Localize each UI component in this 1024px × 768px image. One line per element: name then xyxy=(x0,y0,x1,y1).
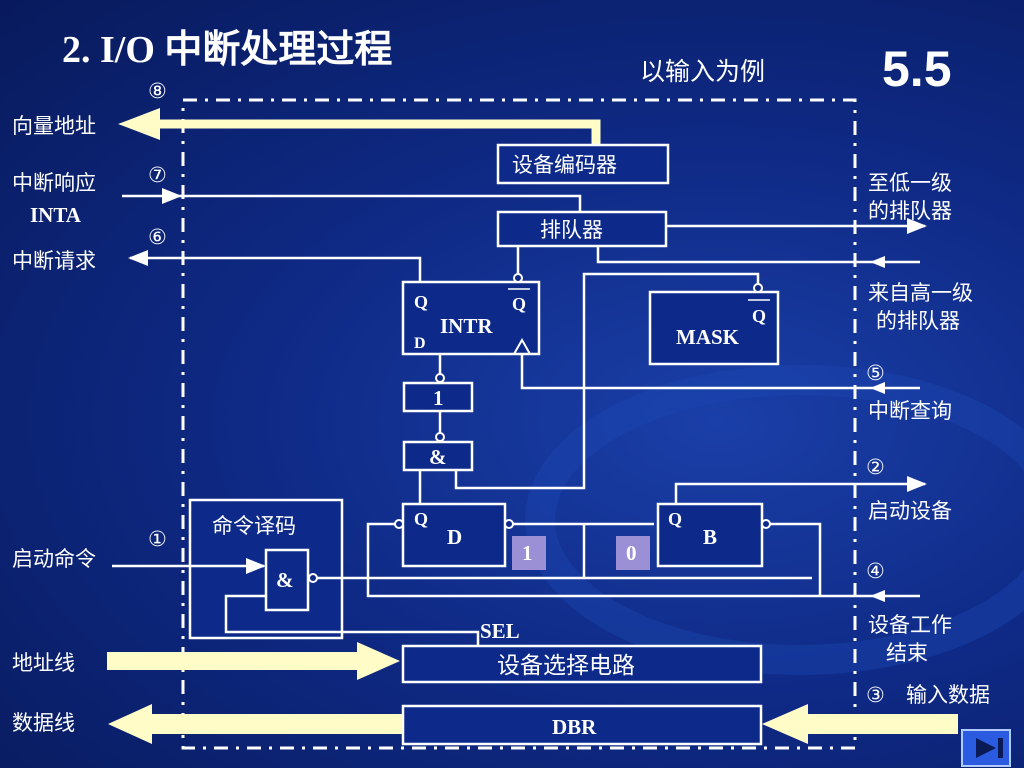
and-gate-label: & xyxy=(429,445,447,469)
command-and-bubble xyxy=(308,573,318,583)
b-q-pin: Q xyxy=(668,509,682,529)
command-decoder-label: 命令译码 xyxy=(212,514,296,538)
label-int-ack: 中断响应 xyxy=(12,171,96,195)
step-6: ⑥ xyxy=(148,225,167,249)
device-done-arrowhead xyxy=(870,590,885,602)
next-slide-button[interactable] xyxy=(961,729,1011,767)
or-gate xyxy=(402,381,474,413)
bit-0-label: 0 xyxy=(626,541,637,565)
label-to-lower-1: 至低一级 xyxy=(868,171,952,195)
vector-address-arrowhead xyxy=(118,108,160,140)
d-flipflop xyxy=(401,502,507,568)
label-data-line: 数据线 xyxy=(12,711,75,735)
label-input-data: 输入数据 xyxy=(906,683,990,707)
device-select-label: 设备选择电路 xyxy=(497,653,635,679)
device-done-wire xyxy=(366,522,920,598)
background-swirl xyxy=(525,365,1024,675)
intr-qbar-pin: Q xyxy=(512,294,526,314)
section-number: 5.5 xyxy=(882,41,952,97)
step-7: ⑦ xyxy=(148,163,167,187)
bit-box-1 xyxy=(512,536,546,570)
bit-1-label: 1 xyxy=(522,541,533,565)
sel-label: SEL xyxy=(480,619,520,643)
label-start-device: 启动设备 xyxy=(868,499,952,523)
device-encoder-label: 设备编码器 xyxy=(512,153,617,177)
label-dev-done-1: 设备工作 xyxy=(868,613,952,637)
mask-flipflop xyxy=(648,290,780,366)
label-inta: INTA xyxy=(30,203,82,227)
mask-label: MASK xyxy=(676,325,740,349)
intr-qbar-bubble xyxy=(513,273,523,283)
dbr-label: DBR xyxy=(552,715,597,739)
b-flipflop-label: B xyxy=(703,525,717,549)
step-3: ③ xyxy=(866,683,885,707)
and-gate xyxy=(402,440,474,472)
label-from-higher-1: 来自高一级 xyxy=(868,281,973,305)
label-address-line: 地址线 xyxy=(12,651,75,675)
label-from-higher-2: 的排队器 xyxy=(876,309,960,333)
int-query-arrowhead xyxy=(870,382,885,394)
label-int-query: 中断查询 xyxy=(868,399,952,423)
vector-address-bus xyxy=(160,119,601,150)
sel-feedback-wire xyxy=(224,594,266,610)
intr-d-pin: D xyxy=(414,335,426,352)
step-4: ④ xyxy=(866,559,885,583)
sel-wire xyxy=(224,610,480,648)
d-flipflop-label: D xyxy=(447,525,462,549)
priority-queue xyxy=(496,210,668,248)
or-gate-bubble xyxy=(435,373,445,383)
label-vector-address: 向量地址 xyxy=(12,114,96,138)
step-8: ⑧ xyxy=(148,79,167,103)
input-data-arrowhead xyxy=(762,704,808,744)
command-and-gate xyxy=(264,548,310,612)
int-query-wire xyxy=(520,354,920,390)
b-reset-bubble xyxy=(761,519,771,529)
from-higher-queue-wire xyxy=(596,246,920,264)
address-bus-shaft xyxy=(107,652,357,670)
inta-wire xyxy=(180,194,582,212)
label-dev-done-2: 结束 xyxy=(886,641,928,665)
intr-label: INTR xyxy=(440,314,493,338)
and-gate-bubble xyxy=(435,432,445,442)
step-5: ⑤ xyxy=(866,361,885,385)
priority-queue-label: 排队器 xyxy=(540,218,603,242)
device-encoder xyxy=(496,143,670,185)
label-to-lower-2: 的排队器 xyxy=(868,199,952,223)
step-2: ② xyxy=(866,455,885,479)
data-bus-shaft xyxy=(150,714,402,734)
label-start-command: 启动命令 xyxy=(12,547,96,571)
int-request-wire xyxy=(128,250,422,282)
skip-forward-icon xyxy=(976,738,1003,758)
d-set-bubble xyxy=(394,519,404,529)
intr-clock-symbol xyxy=(513,337,531,355)
input-data-shaft xyxy=(806,714,958,734)
label-int-request: 中断请求 xyxy=(12,249,96,273)
b-flipflop xyxy=(656,502,764,568)
step-1: ① xyxy=(148,527,167,551)
data-bus-arrowhead xyxy=(108,704,152,744)
device-select-circuit xyxy=(401,644,763,684)
mask-qbar-pin: Q xyxy=(752,306,766,326)
b-done-wire xyxy=(770,522,822,596)
page-title: 2. I/O 中断处理过程 xyxy=(62,29,392,71)
interface-boundary xyxy=(181,98,857,750)
address-bus-arrowhead xyxy=(357,642,400,680)
subtitle: 以输入为例 xyxy=(640,57,765,86)
d-q-pin: Q xyxy=(414,509,428,529)
command-and-label: & xyxy=(276,568,294,592)
mask-to-and-wire xyxy=(454,272,760,490)
bit-box-0 xyxy=(616,536,650,570)
dbr-register xyxy=(401,704,763,746)
or-gate-label: 1 xyxy=(433,386,444,410)
from-higher-arrowhead xyxy=(870,256,885,268)
d-qbar-bubble xyxy=(504,519,514,529)
mask-qbar-bubble xyxy=(753,283,763,293)
intr-q-pin: Q xyxy=(414,292,428,312)
start-device-wire xyxy=(674,476,927,504)
intr-flipflop xyxy=(401,280,541,356)
